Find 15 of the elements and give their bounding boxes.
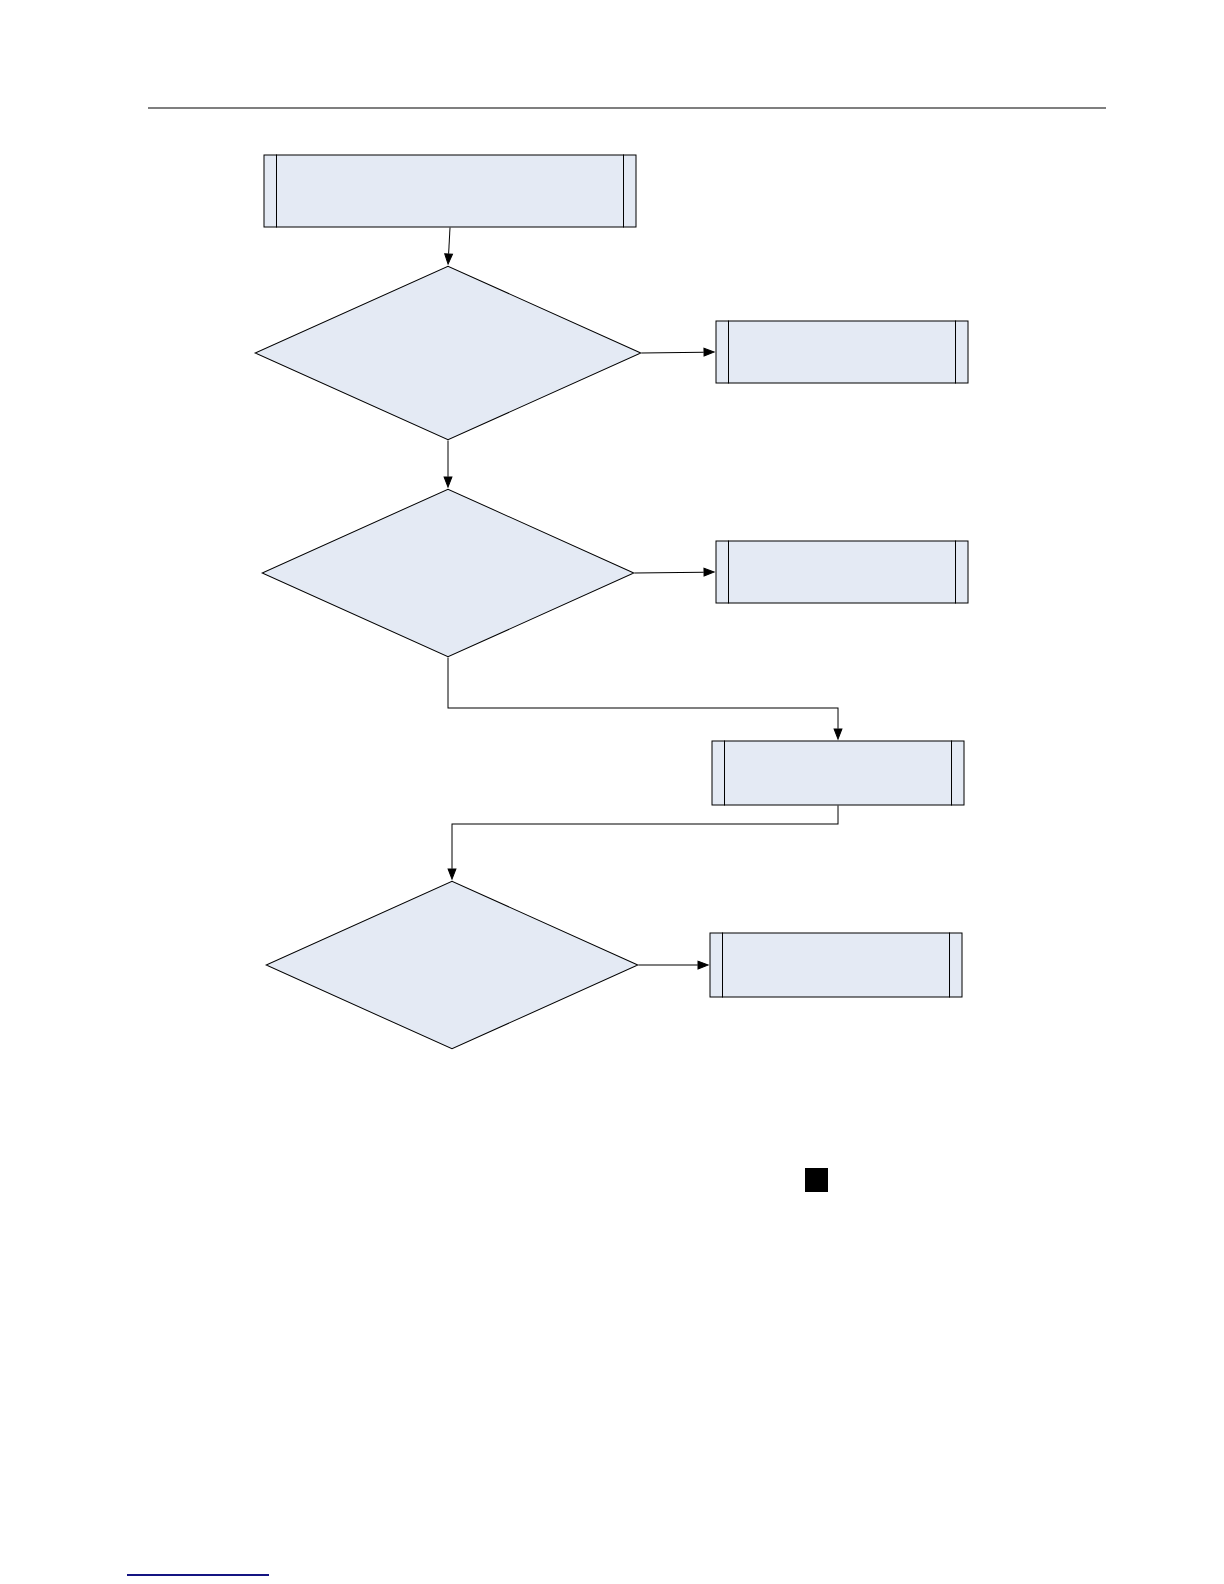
arrow [444, 227, 453, 265]
process-box [263, 154, 637, 228]
decision-diamond [261, 488, 635, 658]
arrow [634, 567, 715, 577]
arrow [641, 347, 715, 357]
process-box [711, 740, 965, 806]
process-box [715, 320, 969, 384]
decision-diamond [254, 265, 642, 441]
arrow [638, 960, 709, 970]
arrow [447, 805, 839, 880]
decision-diamond [265, 880, 639, 1050]
arrow [443, 440, 453, 488]
process-box [709, 932, 963, 998]
arrow [447, 657, 843, 740]
process-box [715, 540, 969, 604]
